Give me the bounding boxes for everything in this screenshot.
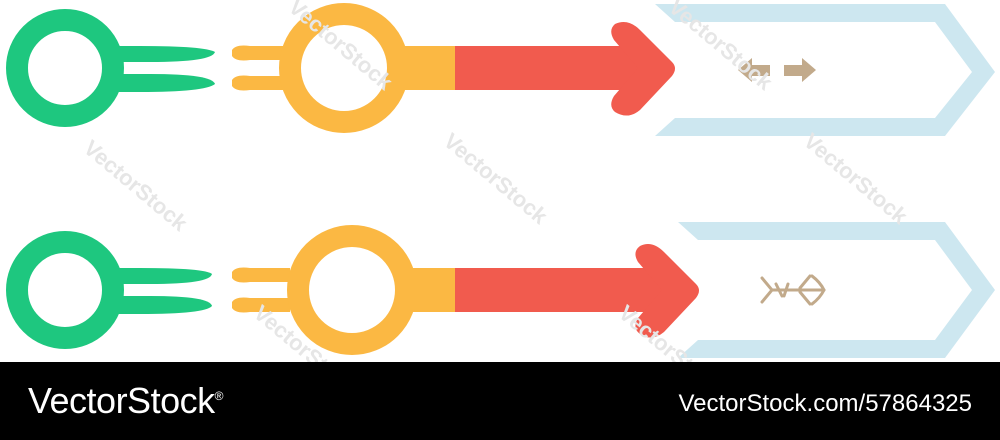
chevron-panel (655, 4, 995, 136)
footer-bar: VectorStock® VectorStock.com/57864325 (0, 362, 1000, 440)
yellow-socket (232, 225, 456, 355)
connect-row (6, 3, 995, 136)
infographic-canvas (6, 3, 995, 358)
green-plug (6, 9, 215, 127)
disconnect-row (6, 222, 995, 358)
chevron-panel (678, 222, 995, 358)
red-arrow (455, 22, 675, 116)
yellow-socket (232, 3, 456, 133)
red-arrow (455, 244, 699, 338)
stock-url: VectorStock.com/57864325 (678, 390, 972, 417)
broken-link-icon (760, 274, 826, 306)
brand-name: VectorStock (28, 380, 215, 421)
green-plug (6, 231, 212, 349)
brand-logo: VectorStock® (28, 380, 223, 422)
registered-mark: ® (214, 389, 224, 403)
arrows-apart-icon (738, 58, 816, 82)
